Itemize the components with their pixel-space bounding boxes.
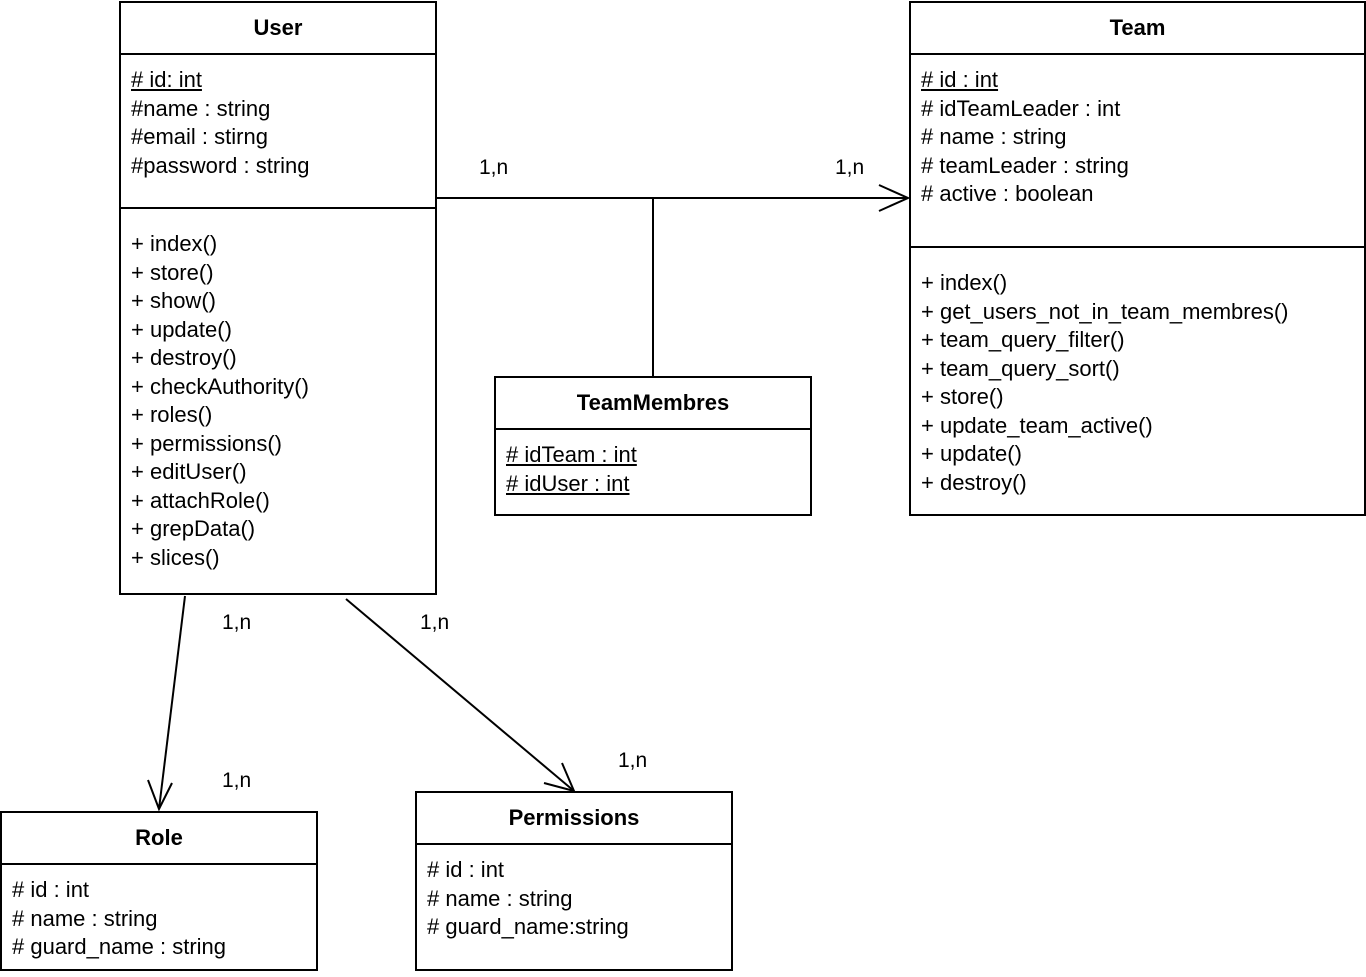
class-role-attribute: # guard_name : string <box>12 934 227 959</box>
class-permissions: Permissions # id : int # name : string #… <box>415 791 733 971</box>
class-teammembres-attribute: # idTeam : int <box>506 442 637 467</box>
class-team-attributes: # id : int # idTeamLeader : int # name :… <box>911 55 1364 248</box>
class-user-title: User <box>121 3 435 55</box>
class-team-attribute: # name : string <box>921 124 1067 149</box>
class-permissions-title: Permissions <box>417 793 731 845</box>
class-team-attribute: # id : int <box>921 67 999 92</box>
class-teammembres-attributes: # idTeam : int # idUser : int <box>496 430 810 498</box>
class-user-method: + slices() <box>131 544 220 570</box>
class-user-method: + update() <box>131 316 232 342</box>
class-user-attribute: #name : string <box>131 95 271 121</box>
class-teammembres-title: TeamMembres <box>496 378 810 430</box>
class-user-method: + index() <box>131 231 218 256</box>
class-permissions-attribute: # guard_name:string <box>427 914 629 939</box>
class-role-attribute: # id : int <box>12 877 90 902</box>
class-team-attribute: # teamLeader : string <box>921 152 1129 178</box>
class-team-attribute: # idTeamLeader : int <box>921 95 1121 121</box>
class-role-attribute: # name : string <box>12 905 158 931</box>
class-user-method: + destroy() <box>131 345 237 370</box>
multiplicity-user-role-target: 1,n <box>222 769 252 792</box>
class-team-method: + destroy() <box>921 469 1027 495</box>
multiplicity-user-role-source: 1,n <box>222 611 252 634</box>
class-permissions-attribute: # id : int <box>427 857 505 882</box>
class-team-methods: + index() + get_users_not_in_team_membre… <box>911 248 1364 497</box>
class-user-methods: + index() + store() + show() + update() … <box>121 209 435 572</box>
class-team-title: Team <box>911 3 1364 55</box>
class-team: Team # id : int # idTeamLeader : int # n… <box>909 1 1366 516</box>
class-team-attribute: # active : boolean <box>921 181 1094 206</box>
class-user-attribute: #password : string <box>131 152 310 178</box>
class-role-title: Role <box>2 813 316 865</box>
multiplicity-user-permissions-target: 1,n <box>618 749 648 772</box>
class-user-method: + show() <box>131 288 216 313</box>
class-teammembres-attribute: # idUser : int <box>506 470 630 496</box>
class-user-method: + store() <box>131 259 214 285</box>
class-user: User # id: int #name : string #email : s… <box>119 1 437 595</box>
multiplicity-user-permissions-source: 1,n <box>420 611 450 634</box>
class-user-method: + permissions() <box>131 430 282 456</box>
class-team-method: + team_query_sort() <box>921 355 1120 381</box>
class-user-attribute: #email : stirng <box>131 124 268 149</box>
class-role: Role # id : int # name : string # guard_… <box>0 811 318 971</box>
user-team-arrowhead <box>878 184 911 212</box>
class-user-method: + grepData() <box>131 516 256 541</box>
user-role-arrowhead <box>147 779 173 812</box>
user-role-association-line <box>158 595 186 810</box>
class-permissions-attribute: # name : string <box>427 885 573 911</box>
multiplicity-user-team-source: 1,n <box>479 156 509 179</box>
class-team-method: + store() <box>921 384 1004 409</box>
class-role-attributes: # id : int # name : string # guard_name … <box>2 865 316 962</box>
class-teammembres: TeamMembres # idTeam : int # idUser : in… <box>494 376 812 516</box>
class-user-attribute: # id: int <box>131 67 202 92</box>
multiplicity-user-team-target: 1,n <box>835 156 865 179</box>
class-team-method: + update() <box>921 441 1022 466</box>
class-user-method: + roles() <box>131 402 213 427</box>
class-user-method: + editUser() <box>131 459 247 484</box>
class-team-method: + index() <box>921 270 1008 295</box>
class-permissions-attributes: # id : int # name : string # guard_name:… <box>417 845 731 942</box>
class-user-method: + checkAuthority() <box>131 373 309 399</box>
class-user-method: + attachRole() <box>131 487 270 513</box>
user-permissions-association-line <box>345 598 575 792</box>
class-user-attributes: # id: int #name : string #email : stirng… <box>121 55 435 209</box>
class-team-method: + update_team_active() <box>921 412 1153 438</box>
class-team-method: + get_users_not_in_team_membres() <box>921 298 1289 324</box>
class-team-method: + team_query_filter() <box>921 327 1125 352</box>
